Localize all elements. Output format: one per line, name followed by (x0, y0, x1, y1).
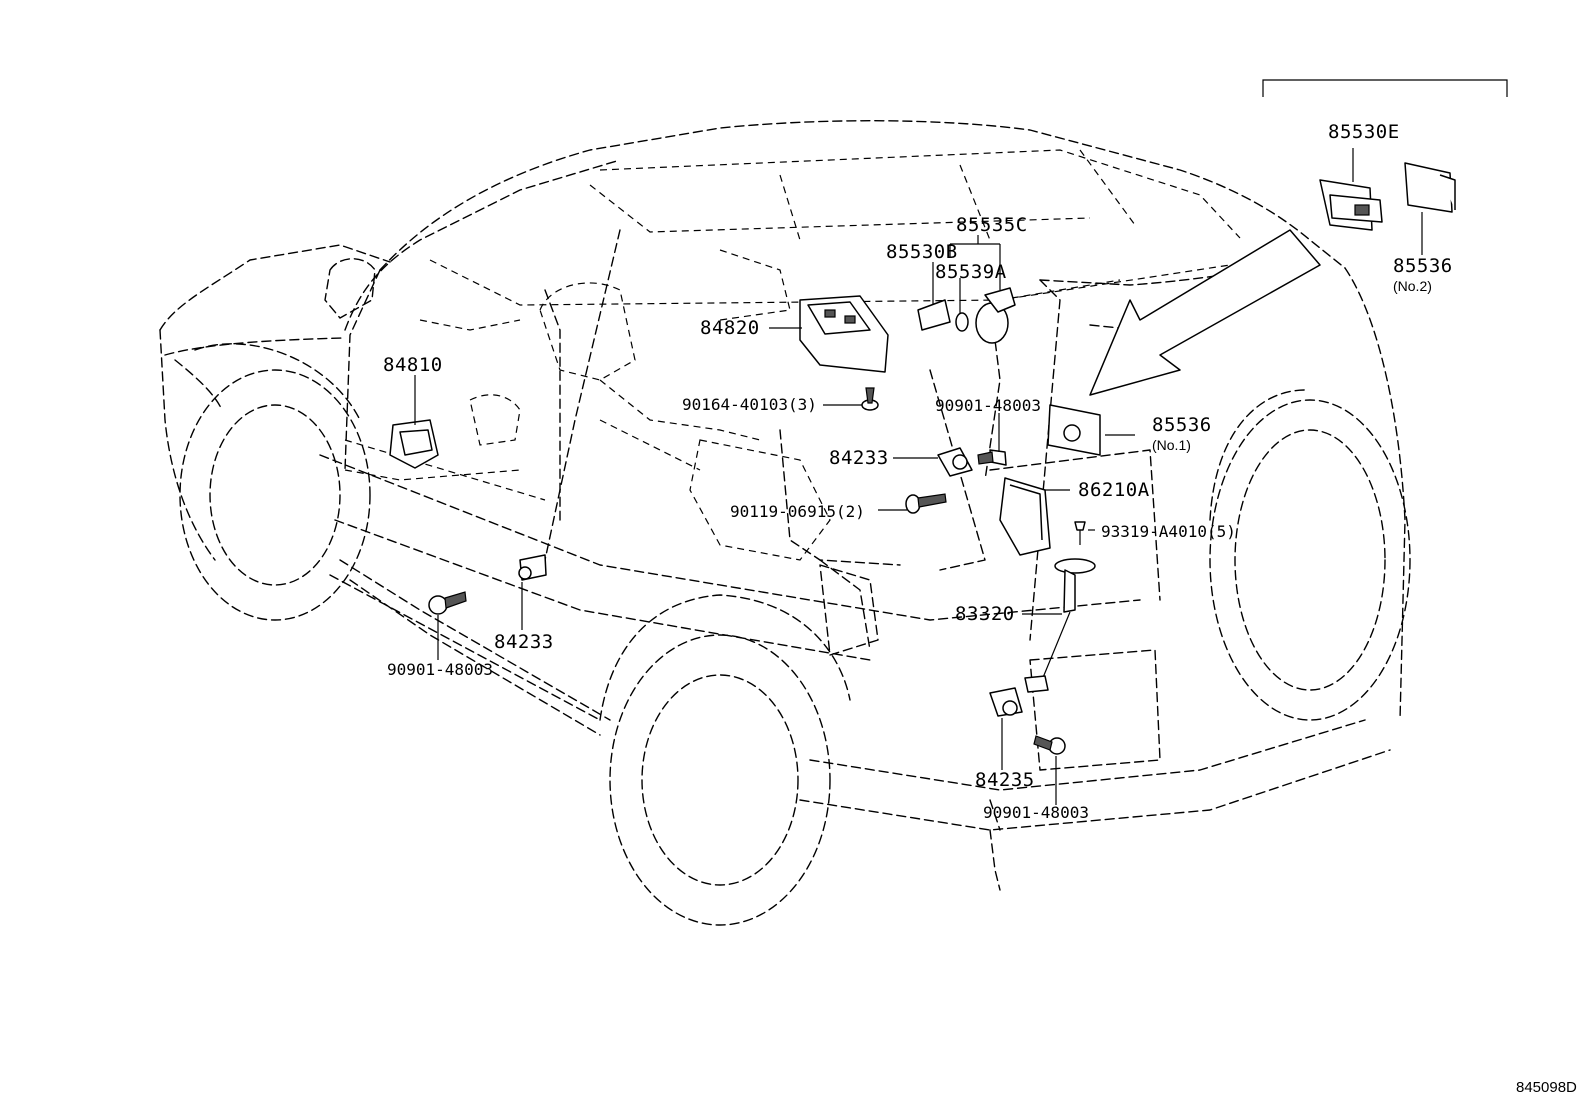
label-86210A[interactable]: 86210A (1078, 479, 1150, 501)
label-90901-48003-bottom[interactable]: 90901-48003 (983, 803, 1089, 822)
label-93319-A4010[interactable]: 93319-A4010(5) (1101, 522, 1236, 541)
inset-bracket (1262, 79, 1508, 97)
part-86210A-icon (999, 477, 1051, 556)
part-84233-upper-icon (937, 447, 973, 477)
label-84235[interactable]: 84235 (975, 769, 1035, 791)
label-90901-48003-upper[interactable]: 90901-48003 (935, 396, 1041, 415)
label-85536-no2-note: (No.2) (1393, 278, 1432, 294)
label-85539A[interactable]: 85539A (935, 261, 1007, 283)
part-83320-icon (1024, 558, 1096, 693)
part-85530B-icon (917, 299, 951, 331)
part-90164-screw-icon (861, 387, 879, 411)
part-85535C-icon (975, 287, 1016, 344)
part-85530E-icon (1319, 179, 1383, 231)
part-90901-bottom-screw-icon (1033, 735, 1066, 755)
leader-lines (414, 148, 1423, 805)
label-85536-no2[interactable]: 85536 (1393, 255, 1453, 277)
part-85539A-icon (955, 312, 969, 332)
part-85536-no2-icon (1404, 162, 1456, 213)
drawing-code: 845098D (1516, 1079, 1577, 1096)
pointer-arrow (1089, 229, 1321, 396)
part-84810-icon (389, 419, 439, 469)
part-90901-upper-screw-icon (977, 449, 1007, 466)
part-84233-lower-icon (518, 554, 547, 581)
label-85536-no1-note: (No.1) (1152, 437, 1191, 453)
label-90164-40103[interactable]: 90164-40103(3) (682, 395, 817, 414)
label-85530E[interactable]: 85530E (1328, 121, 1400, 143)
label-85530B[interactable]: 85530B (886, 241, 958, 263)
label-83320[interactable]: 83320 (955, 603, 1015, 625)
part-93319-screw-icon (1074, 521, 1086, 545)
label-85536-no1[interactable]: 85536 (1152, 414, 1212, 436)
part-90119-bolt-icon (905, 493, 947, 514)
part-84820-icon (799, 295, 889, 373)
label-84820[interactable]: 84820 (700, 317, 760, 339)
label-90901-48003-left[interactable]: 90901-48003 (387, 660, 493, 679)
part-85536-no1-icon (1047, 404, 1101, 456)
label-84233-upper[interactable]: 84233 (829, 447, 889, 469)
label-84810[interactable]: 84810 (383, 354, 443, 376)
part-90901-left-screw-icon (428, 591, 467, 615)
label-85535C[interactable]: 85535C (956, 214, 1028, 236)
label-90119-06915[interactable]: 90119-06915(2) (730, 502, 865, 521)
part-84235-icon (989, 687, 1023, 717)
label-84233-lower[interactable]: 84233 (494, 631, 554, 653)
